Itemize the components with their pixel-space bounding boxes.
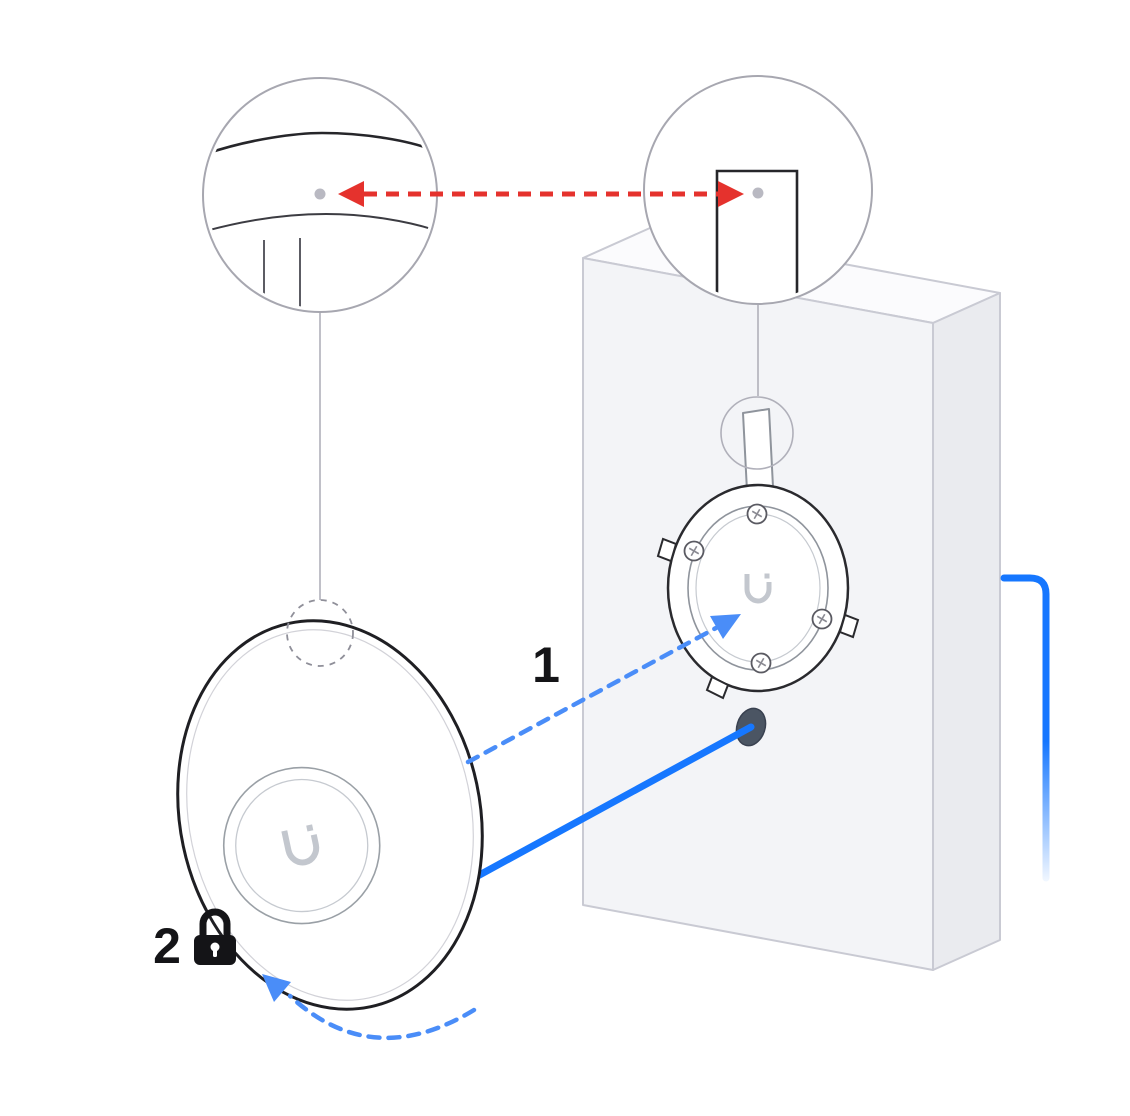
wall-side-face: [932, 292, 1001, 971]
access-point-ring: [222, 766, 381, 925]
alignment-arrowhead-right: [718, 181, 744, 207]
step-2: 2: [153, 908, 477, 1041]
bracket-screw: [811, 608, 833, 630]
alignment-arrowhead-left: [338, 181, 364, 207]
step-1-label: 1: [532, 637, 560, 693]
ethernet-cable-behind-wall: [1000, 574, 1050, 882]
edge-detail-marker-dashed: [286, 599, 354, 667]
tab-detail-callout: [643, 75, 873, 305]
bracket-lug: [838, 613, 860, 639]
ethernet-cable: [470, 723, 755, 882]
step-2-label: 2: [153, 918, 181, 974]
step-1-dashed-arrow-shaft: [465, 625, 719, 765]
access-point-center: [222, 766, 381, 925]
access-point-ring: [235, 778, 369, 913]
alignment-dot: [752, 187, 764, 199]
ap-detail-callout: [202, 77, 438, 313]
bracket-screw: [746, 503, 768, 525]
bracket-lug: [656, 537, 678, 563]
bracket-screw: [683, 540, 705, 562]
step-1-arrowhead: [710, 614, 741, 639]
tab-slot-outline: [715, 169, 799, 300]
step-1: 1: [465, 614, 741, 765]
alignment-arrow: [338, 181, 744, 207]
step-2-dashed-rotate-arrow-shaft: [287, 993, 477, 1041]
access-point-body: [176, 619, 484, 1011]
ap-edge-line: [207, 131, 433, 158]
mounting-bracket: [656, 483, 860, 700]
bracket-screw: [750, 652, 772, 674]
padlock-locked-icon: [194, 908, 236, 965]
ap-edge-line: [207, 212, 433, 233]
ubiquiti-u-logo-icon: [744, 573, 772, 604]
bracket-mounting-tab: [742, 408, 774, 492]
bracket-lug: [705, 675, 730, 700]
ubiquiti-u-logo-icon: [281, 824, 320, 866]
alignment-dot: [314, 188, 326, 200]
tab-detail-marker: [720, 396, 794, 470]
step-2-arrowhead: [262, 974, 291, 1002]
access-point: [176, 619, 484, 1011]
